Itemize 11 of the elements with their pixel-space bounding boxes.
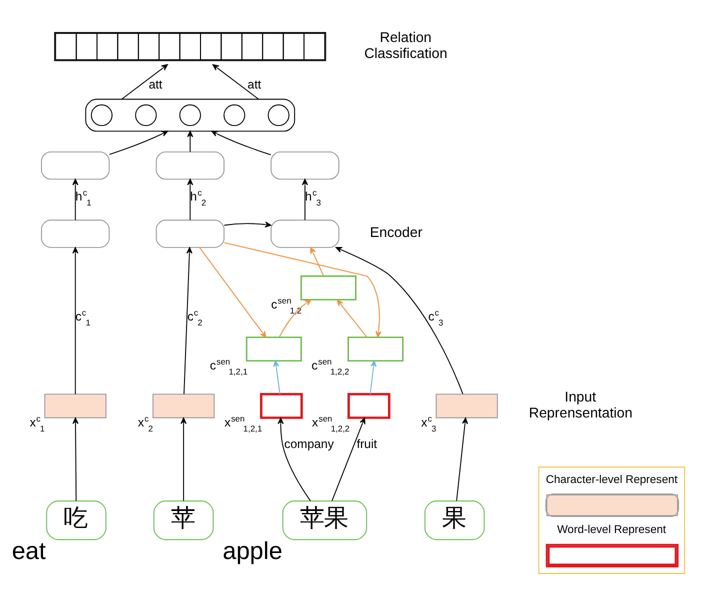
edge-label: att	[248, 77, 262, 92]
label: Encoder	[370, 224, 422, 240]
legend-label: Word-level Represent	[557, 524, 666, 536]
label: Input Reprensentation	[528, 388, 632, 420]
edge-label: att	[148, 77, 162, 92]
edge-label: company	[284, 436, 334, 451]
node-label: eat	[12, 538, 46, 566]
label: Relation Classification	[364, 28, 448, 61]
legend-label: Character-level Represent	[546, 474, 678, 486]
node-label: apple	[222, 538, 282, 566]
edge-label: fruit	[356, 436, 378, 451]
